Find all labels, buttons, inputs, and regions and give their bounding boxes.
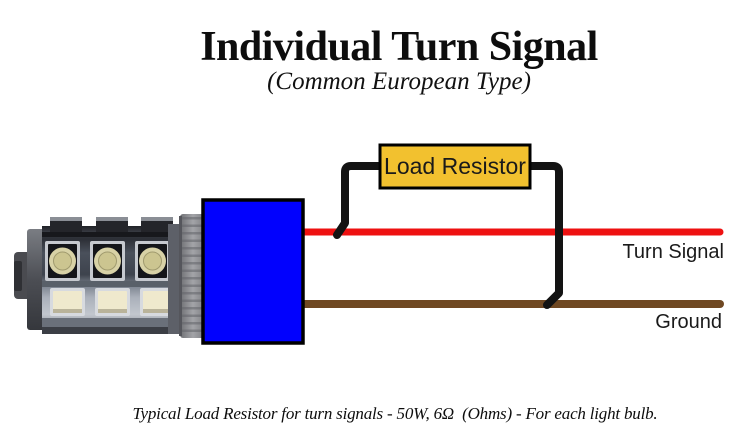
led-bulb-icon	[14, 214, 206, 338]
header: Individual Turn Signal (Common European …	[48, 0, 750, 94]
footnote-caption: Typical Load Resistor for turn signals -…	[132, 404, 658, 423]
bulb-end-cap	[27, 229, 45, 330]
turn-signal-label: Turn Signal	[622, 241, 724, 263]
load-resistor-box	[378, 143, 532, 190]
bulb-bottom-led-row	[42, 281, 182, 316]
bulb-bottom-shadow	[42, 327, 182, 334]
bulb-neck	[168, 224, 182, 334]
page-title: Individual Turn Signal	[200, 24, 598, 70]
bulb-middle-led-row	[45, 241, 170, 281]
connector-block	[201, 198, 305, 345]
page-subtitle: (Common European Type)	[267, 68, 531, 95]
bulb-base-nub-shadow	[14, 261, 22, 291]
load-resistor-label: Load Resistor	[384, 153, 526, 179]
ground-label: Ground	[655, 311, 722, 333]
bulb-top-led-row	[42, 217, 182, 237]
bulb-knurled-flange	[179, 214, 206, 338]
bulb-lower-edge	[42, 318, 182, 327]
